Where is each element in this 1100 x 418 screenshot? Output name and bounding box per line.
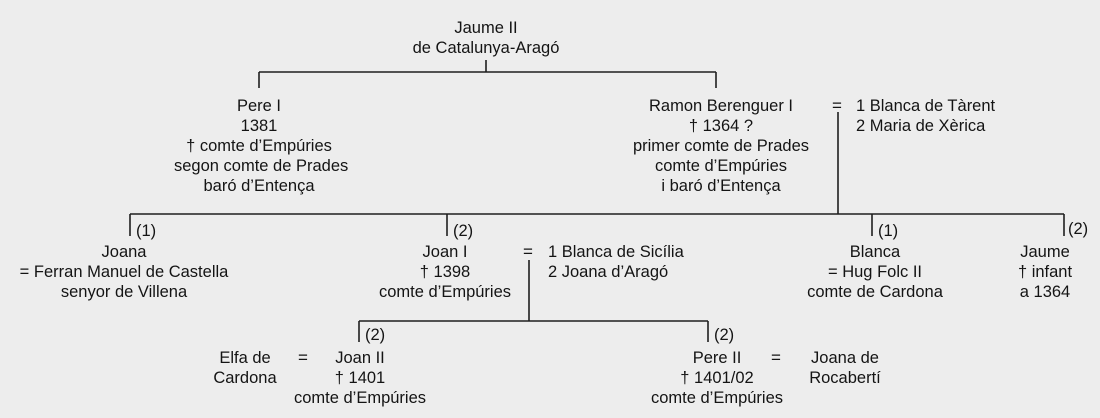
marriage-marker: (2)	[453, 222, 474, 240]
person-date: † 1364 ?	[688, 117, 754, 135]
person-detail: comte d’Empúries	[378, 283, 512, 301]
person-name: Jaume	[1020, 243, 1070, 261]
person-jaume: Jaume † infant a 1364	[1000, 242, 1090, 302]
person-name: Joan I	[422, 243, 468, 261]
person-detail: i baró d’Entença	[661, 177, 781, 195]
person-name: Pere II	[692, 349, 742, 367]
person-joana: Joana = Ferran Manuel de Castella senyor…	[0, 242, 248, 302]
person-detail: comte d’Empúries	[654, 157, 788, 175]
spouse-entry: 1 Blanca de Tàrent	[856, 97, 996, 115]
person-name: Joana de	[811, 349, 879, 367]
person-joana-de-rocaberti: Joana de Rocabertí	[790, 348, 900, 388]
marriage-marker: (2)	[714, 326, 735, 344]
marriage-symbol-ramon: =	[832, 96, 842, 115]
person-detail: comte de Cardona	[807, 283, 943, 301]
person-pere-ii: Pere II † 1401/02 comte d’Empúries	[632, 348, 802, 408]
person-detail: = Hug Folc II	[828, 263, 922, 281]
person-name: Joana	[101, 243, 147, 261]
person-title: de Catalunya-Aragó	[412, 39, 560, 57]
person-joan-i: Joan I † 1398 comte d’Empúries	[360, 242, 530, 302]
person-date: † 1401/02	[680, 369, 754, 387]
spouses-joan-i: 1 Blanca de Sicília 2 Joana d’Aragó	[548, 242, 684, 282]
marriage-symbol-joan-ii: =	[298, 348, 308, 367]
person-detail: = Ferran Manuel de Castella	[19, 263, 229, 281]
person-detail: segon comte de Prades	[174, 157, 349, 175]
person-date: 1381	[240, 117, 278, 135]
person-detail: a 1364	[1019, 283, 1071, 301]
person-name: Blanca	[849, 243, 901, 261]
person-detail: comte d’Empúries	[293, 389, 427, 407]
person-blanca: Blanca = Hug Folc II comte de Cardona	[790, 242, 960, 302]
person-joan-ii: Joan II † 1401 comte d’Empúries	[270, 348, 450, 408]
person-name: Jaume II	[454, 19, 518, 37]
person-ramon-berenguer-i: Ramon Berenguer I † 1364 ? primer comte …	[606, 96, 836, 196]
marriage-marker: (2)	[1068, 220, 1089, 238]
person-detail: senyor de Villena	[60, 283, 188, 301]
marriage-symbol-pere-ii: =	[771, 348, 781, 367]
person-detail: † comte d’Empúries	[186, 137, 332, 155]
spouse-entry: 2 Joana d’Aragó	[548, 263, 669, 281]
marriage-marker: (2)	[365, 326, 386, 344]
person-name: Cardona	[213, 369, 277, 387]
spouse-entry: 1 Blanca de Sicília	[548, 243, 684, 261]
person-elfa-de-cardona: Elfa de Cardona	[200, 348, 290, 388]
marriage-marker: (1)	[878, 222, 899, 240]
spouse-entry: 2 Maria de Xèrica	[856, 117, 986, 135]
person-date: † 1401	[334, 369, 386, 387]
person-jaume-ii: Jaume II de Catalunya-Aragó	[386, 18, 586, 58]
person-date: † 1398	[419, 263, 471, 281]
person-name: Pere I	[236, 97, 282, 115]
person-name: Joan II	[335, 349, 385, 367]
person-detail: primer comte de Prades	[632, 137, 810, 155]
person-name: Elfa de	[219, 349, 271, 367]
person-date: † infant	[1017, 263, 1073, 281]
spouses-ramon-berenguer-i: 1 Blanca de Tàrent 2 Maria de Xèrica	[856, 96, 995, 136]
marriage-marker: (1)	[136, 222, 157, 240]
person-name: Rocabertí	[809, 369, 881, 387]
person-detail: comte d’Empúries	[650, 389, 784, 407]
person-name: Ramon Berenguer I	[649, 97, 793, 115]
person-pere-i: Pere I 1381 † comte d’Empúries segon com…	[174, 96, 349, 196]
marriage-symbol-joan-i: =	[523, 242, 533, 261]
person-detail: baró d’Entença	[203, 177, 315, 195]
